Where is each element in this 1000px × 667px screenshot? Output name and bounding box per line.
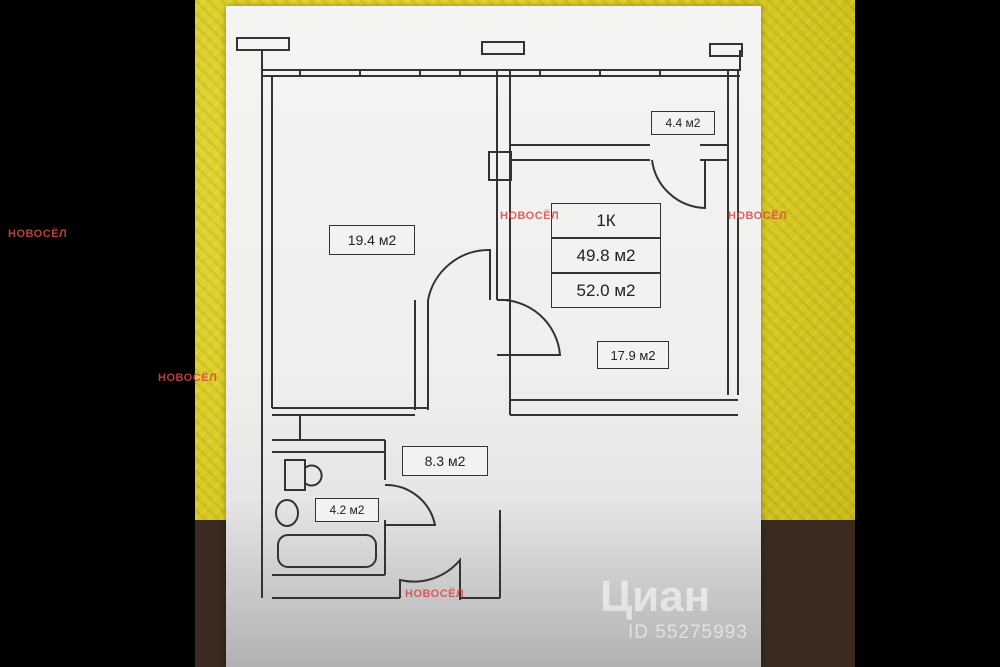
novosel-watermark-4: НОВОСЁЛ (158, 372, 218, 384)
toilet-icon (284, 459, 323, 491)
left-outer-wall (261, 70, 273, 598)
bath-door-swing (384, 483, 437, 526)
room1-area-label: 19.4 м2 (329, 225, 415, 255)
left-black-bar (0, 0, 195, 667)
center-column (488, 151, 512, 181)
living-area-label: 49.8 м2 (551, 238, 661, 273)
entry-door-swing (399, 557, 461, 600)
window-mullions (299, 70, 661, 76)
center-wall (496, 70, 511, 301)
room2-bottom-wall (509, 300, 738, 416)
entry-wall (460, 510, 501, 599)
room2-door-swing (496, 298, 562, 356)
total-area-label: 52.0 м2 (551, 273, 661, 308)
wall-cap-left (236, 37, 290, 51)
room-type-label: 1К (551, 203, 661, 238)
hall-left-wall (414, 300, 429, 410)
right-black-bar (855, 0, 1000, 667)
bath-bottom-wall (272, 574, 400, 599)
sink-icon (275, 499, 299, 527)
bath-area-label: 4.2 м2 (315, 498, 379, 522)
wall-cap-mid (481, 41, 525, 55)
novosel-watermark-2: НОВОСЁЛ (500, 210, 560, 222)
hall-area-label: 8.3 м2 (402, 446, 488, 476)
novosel-watermark-5: НОВОСЁЛ (405, 588, 465, 600)
balcony-wall (510, 144, 728, 161)
wall-cap-right (709, 43, 743, 57)
hall-top-wall (272, 407, 428, 416)
novosel-watermark-3: НОВОСЁЛ (728, 210, 788, 222)
right-outer-wall (727, 70, 739, 395)
bath-top-wall (272, 439, 385, 453)
paper-shadow (226, 500, 761, 667)
balcony-area-label: 4.4 м2 (651, 111, 715, 135)
bathtub-icon (277, 534, 377, 568)
room1-door-swing (427, 248, 491, 301)
cian-id-watermark: ID 55275993 (628, 622, 748, 643)
top-outer-wall (261, 50, 741, 71)
room2-area-label: 17.9 м2 (597, 341, 669, 369)
balcony-door-swing (651, 159, 706, 210)
novosel-watermark-1: НОВОСЁЛ (8, 228, 68, 240)
cian-logo-watermark: Циан (600, 572, 711, 621)
